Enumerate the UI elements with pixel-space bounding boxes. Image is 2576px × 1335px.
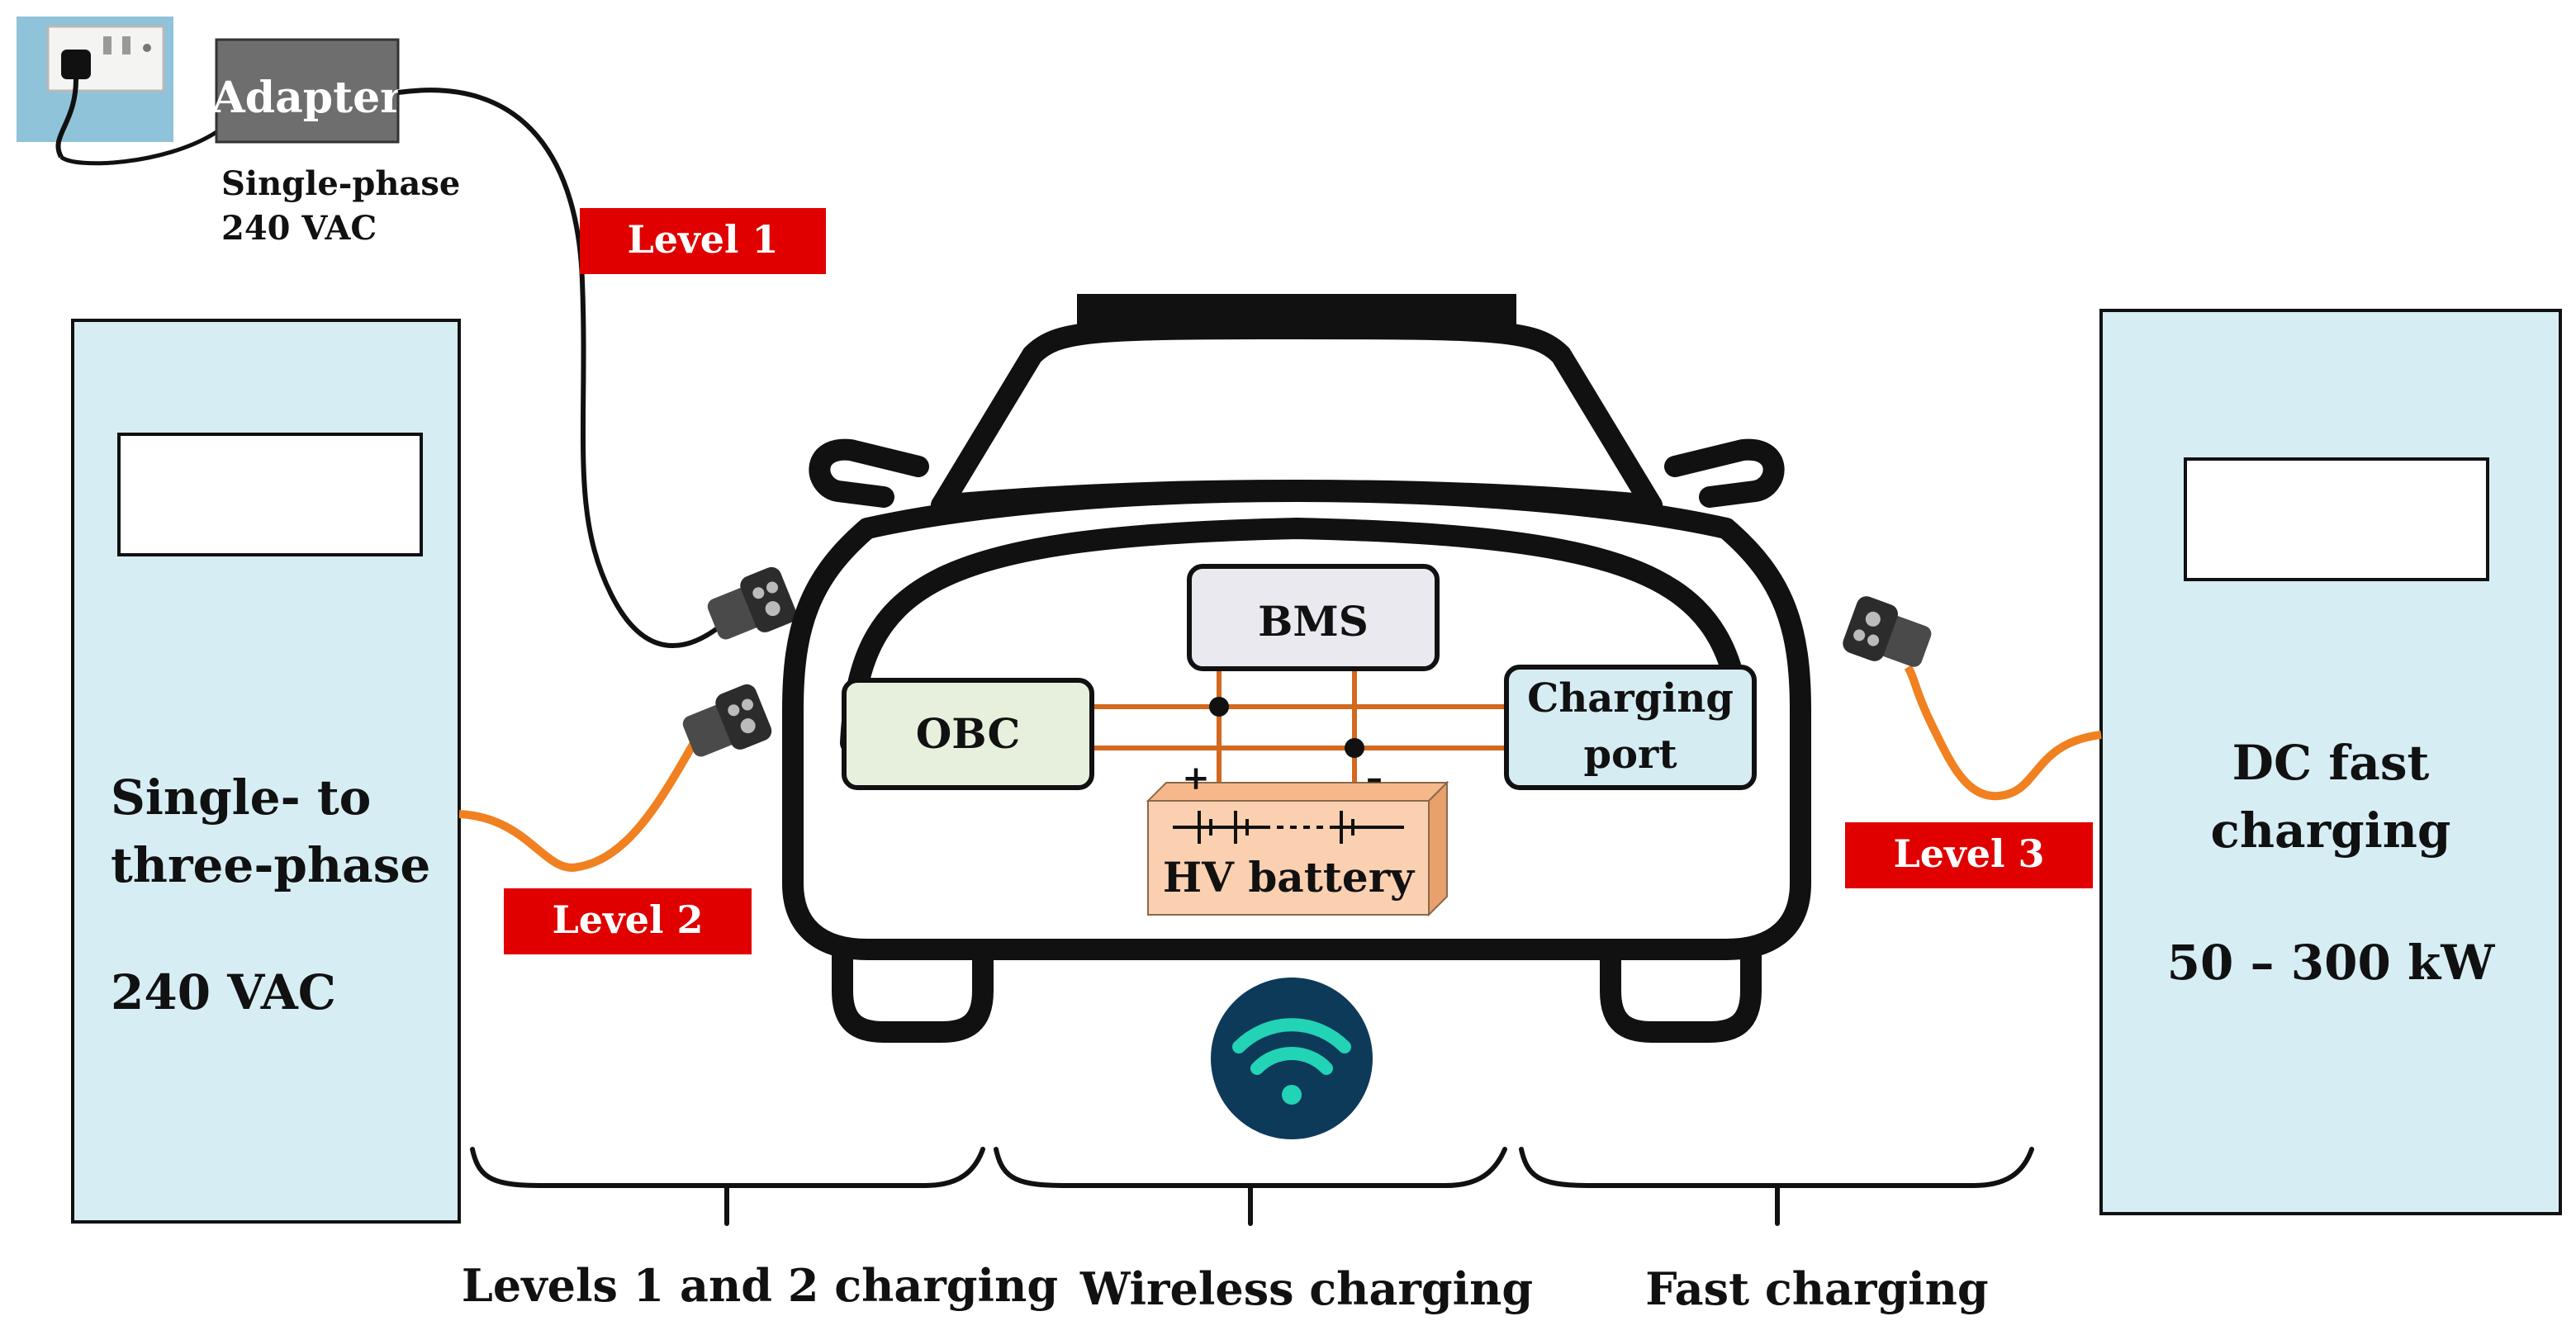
hv-battery-box [1146, 780, 1449, 917]
right-station-display [2184, 457, 2489, 581]
level3-label: Level 3 [1893, 831, 2044, 876]
supply-line2: 240 VAC [221, 209, 377, 248]
left-station-line1: Single- to [111, 769, 371, 826]
brace-levels-1-2 [470, 1147, 985, 1226]
car-outline-icon [782, 294, 1811, 1043]
braces [470, 1147, 2034, 1226]
obc-box [842, 678, 1094, 790]
battery-minus: – [1366, 759, 1383, 798]
section-label-wireless: Wireless charging [1079, 1262, 1533, 1315]
bms-label: BMS [1258, 597, 1369, 646]
adapter-cable [59, 130, 218, 166]
left-station-display [117, 433, 423, 556]
level2-plug-icon [682, 684, 772, 757]
brace-wireless [994, 1147, 1507, 1226]
adapter-label: Adapter [211, 73, 403, 123]
junction-dot-right [1345, 738, 1364, 758]
left-station-line2: three-phase [111, 837, 430, 893]
level1-label: Level 1 [627, 217, 778, 262]
section-label-fast: Fast charging [1645, 1262, 1988, 1315]
battery-label: HV battery [1163, 853, 1416, 902]
junction-dot-left [1209, 697, 1229, 717]
right-station-line1: DC fast [2232, 735, 2430, 791]
left-station-line3: 240 VAC [111, 964, 336, 1020]
wall-outlet-icon [17, 17, 173, 159]
car-wiring [1092, 665, 1506, 801]
level2-tag [504, 888, 752, 954]
right-station-line2: charging [2211, 802, 2451, 859]
brace-fast [1519, 1147, 2034, 1226]
level1-tag [580, 208, 826, 274]
level1-plug-icon [707, 566, 797, 640]
adapter-box [215, 38, 400, 144]
supply-line1: Single-phase [221, 164, 460, 203]
obc-label: OBC [916, 709, 1021, 758]
level1-cable [397, 88, 720, 649]
wifi-icon [1211, 978, 1373, 1139]
level2-label: Level 2 [552, 897, 703, 942]
battery-plus: + [1182, 759, 1210, 798]
charging-port-line1: Charging [1527, 675, 1734, 722]
right-station-line3: 50 – 300 kW [2167, 935, 2496, 991]
bms-box [1187, 564, 1440, 671]
level3-plug-icon [1843, 596, 1932, 667]
level3-tag [1845, 822, 2093, 888]
charging-port-line2: port [1583, 731, 1677, 778]
section-label-levels-1-2: Levels 1 and 2 charging [462, 1259, 1058, 1312]
charging-port-box [1504, 665, 1757, 790]
level2-cable [458, 741, 698, 872]
level3-cable [1904, 665, 2102, 801]
